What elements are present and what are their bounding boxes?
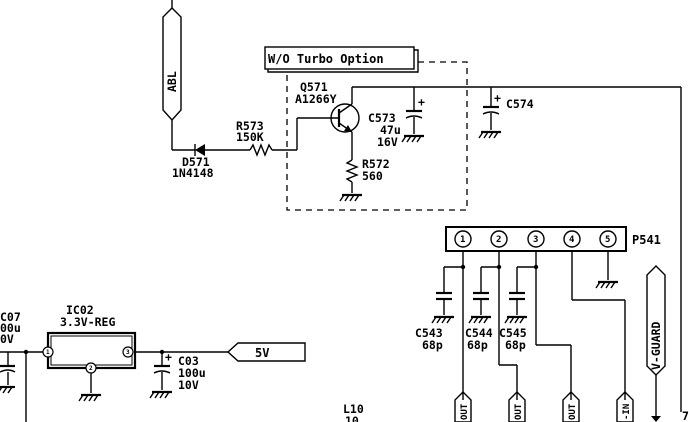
pin-wires <box>444 251 626 400</box>
svg-text:2: 2 <box>89 365 93 372</box>
ground-icon <box>401 134 424 143</box>
c545-value-label: 68p <box>505 338 526 352</box>
svg-text:+: + <box>418 95 425 109</box>
connector-p541: 1 2 3 4 5 P541 <box>445 226 661 252</box>
r573-ref-label: R573 <box>236 119 264 133</box>
inductor-l10-label: L10 10 <box>343 402 364 422</box>
svg-text:OUT: OUT <box>568 403 578 420</box>
net-flag-out-3: OUT <box>562 391 580 422</box>
capacitor-c07-partial: C07 00u 0V <box>0 310 21 394</box>
c07-ref-label: C07 <box>0 310 21 324</box>
net-flag-in: -IN <box>616 391 634 422</box>
capacitor-c543: C543 68p <box>415 267 454 352</box>
transistor-q571: Q571 A1266Y <box>295 80 360 160</box>
c573-voltage-label: 16V <box>377 135 398 149</box>
c573-ref-label: C573 <box>368 111 396 125</box>
c544-value-label: 68p <box>467 338 488 352</box>
svg-text:1: 1 <box>460 235 465 245</box>
c543-ref-label: C543 <box>415 326 443 340</box>
connector-pin-4: 4 <box>563 230 581 248</box>
p541-ref-label: P541 <box>632 233 661 247</box>
resistor-r572: R572 560 <box>345 157 390 193</box>
svg-text:3: 3 <box>533 235 538 245</box>
edge-ref-7: 7 <box>682 409 689 422</box>
svg-text:OUT: OUT <box>514 403 524 420</box>
l10-ref-label: L10 <box>343 402 364 416</box>
svg-text:OUT: OUT <box>460 403 470 420</box>
abl-net-flag: ABL <box>162 0 182 150</box>
net-flag-out-1: OUT <box>454 391 472 422</box>
supply-rail-top <box>352 86 682 412</box>
svg-text:+: + <box>165 350 172 364</box>
c545-ref-label: C545 <box>499 326 527 340</box>
net-5v-label: 5V <box>255 346 269 360</box>
regulator-input-wire <box>0 349 48 422</box>
diode-d571: D571 1N4148 <box>172 144 214 180</box>
ground-icon <box>478 130 501 139</box>
c03-value-label: 100u <box>178 366 206 380</box>
ic02-part-label: 3.3V-REG <box>60 315 115 329</box>
svg-text:4: 4 <box>569 235 575 245</box>
c07-voltage-label: 0V <box>0 332 14 346</box>
net-flag-5v: 5V <box>226 342 306 362</box>
turbo-option-label: W/O Turbo Option <box>268 52 384 66</box>
capacitor-c574: + C574 <box>482 87 534 130</box>
c544-ref-label: C544 <box>465 326 493 340</box>
d571-ref-label: D571 <box>182 155 210 169</box>
ground-icon <box>595 280 618 289</box>
capacitor-c545: C545 68p <box>499 267 527 352</box>
regulator-ic02: IC02 3.3V-REG 1 3 2 <box>42 303 137 402</box>
svg-text:3: 3 <box>126 349 130 356</box>
connector-pin-3: 3 <box>527 230 545 248</box>
r572-ref-label: R572 <box>362 157 390 171</box>
ground-icon <box>339 193 362 202</box>
q571-ref-label: Q571 <box>300 80 328 94</box>
connector-pin-5: 5 <box>599 230 617 248</box>
connector-pin-2: 2 <box>490 230 508 248</box>
svg-text:+: + <box>494 91 501 105</box>
svg-text:1: 1 <box>46 349 50 356</box>
c543-value-label: 68p <box>422 338 443 352</box>
c573-value-label: 47u <box>380 123 401 137</box>
dashed-option-region <box>286 61 468 211</box>
r572-value-label: 560 <box>362 169 383 183</box>
c07-value-label: 00u <box>0 321 21 335</box>
q571-part-label: A1266Y <box>295 92 337 106</box>
net-flag-out-2: OUT <box>508 391 526 422</box>
capacitor-c544: C544 68p <box>465 267 493 352</box>
svg-text:-IN: -IN <box>622 404 632 420</box>
l10-value-label: 10 <box>345 414 359 422</box>
c574-ref-label: C574 <box>506 97 534 111</box>
d571-part-label: 1N4148 <box>172 166 214 180</box>
v-guard-label: V-GUARD <box>649 321 663 370</box>
capacitor-c573: + C573 47u 16V <box>368 87 425 149</box>
resistor-r573: R573 150K <box>236 119 297 157</box>
ic02-ref-label: IC02 <box>66 303 94 317</box>
svg-text:2: 2 <box>496 235 501 245</box>
turbo-option-box: W/O Turbo Option <box>264 46 419 73</box>
r573-value-label: 150K <box>236 130 264 144</box>
abl-label: ABL <box>165 71 179 92</box>
c03-ref-label: C03 <box>178 354 199 368</box>
v-guard-net-flag: V-GUARD <box>646 265 666 422</box>
connector-pin-1: 1 <box>454 230 472 248</box>
svg-text:5: 5 <box>605 235 610 245</box>
c03-voltage-label: 10V <box>178 378 199 392</box>
capacitor-c03: + C03 100u 10V <box>149 350 206 399</box>
